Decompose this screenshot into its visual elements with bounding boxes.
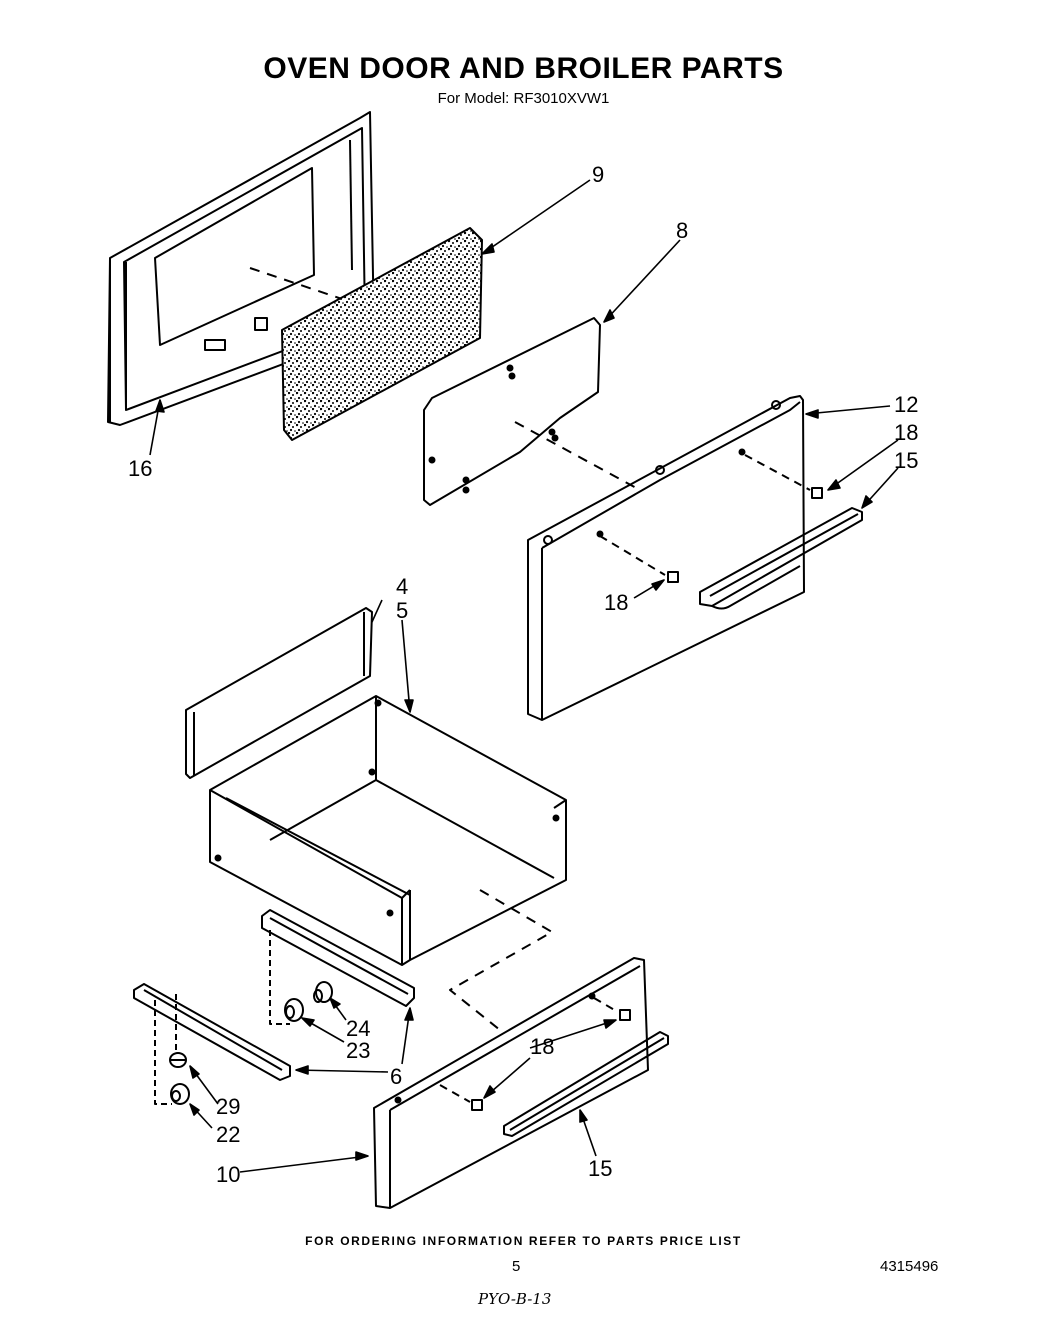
callout-23: 23 [346, 1038, 371, 1063]
roller-29 [169, 1052, 187, 1068]
insulation-pad-9 [281, 227, 483, 441]
callout-9: 9 [592, 162, 605, 187]
ordering-note: FOR ORDERING INFORMATION REFER TO PARTS … [305, 1234, 742, 1248]
callout-22: 22 [216, 1122, 241, 1147]
door-handle-15-upper [699, 507, 863, 610]
door-handle-15-lower [503, 1031, 669, 1137]
spacer-18-a [667, 571, 679, 583]
broiler-door-10 [373, 957, 649, 1209]
spacer-18-c [471, 1099, 483, 1111]
callout-10: 10 [216, 1162, 241, 1187]
model-subtitle: For Model: RF3010XVW1 [437, 90, 610, 107]
page-number: 5 [512, 1258, 521, 1275]
callout-6: 6 [390, 1064, 403, 1089]
callout-29: 29 [216, 1094, 241, 1119]
document-number: 4315496 [880, 1258, 939, 1275]
callout-15-upper: 15 [894, 448, 919, 473]
callout-15-lower: 15 [588, 1156, 613, 1181]
callout-4: 4 [396, 574, 409, 599]
roller-23 [284, 998, 304, 1022]
handwritten-note: PYO-B-13 [478, 1290, 552, 1308]
callout-18-upper: 18 [894, 420, 919, 445]
inner-door-panel-8 [423, 317, 601, 506]
page-title: OVEN DOOR AND BROILER PARTS [263, 52, 784, 85]
oven-door-12 [527, 395, 805, 721]
slide-rail-6-lower [133, 983, 291, 1081]
broiler-drawer-5 [209, 695, 567, 966]
callout-24: 24 [346, 1016, 371, 1041]
spacer-18-d [619, 1009, 631, 1021]
callout-12: 12 [894, 392, 919, 417]
roller-22 [170, 1083, 190, 1105]
broiler-panel-4 [185, 607, 373, 779]
callout-5: 5 [396, 598, 409, 623]
callout-18-lower: 18 [530, 1034, 555, 1059]
spacer-18-b [811, 487, 823, 499]
callout-16: 16 [128, 456, 153, 481]
callout-8: 8 [676, 218, 689, 243]
callout-18-door: 18 [604, 590, 629, 615]
slide-rail-6-upper [261, 909, 415, 1007]
roller-24 [313, 981, 333, 1003]
